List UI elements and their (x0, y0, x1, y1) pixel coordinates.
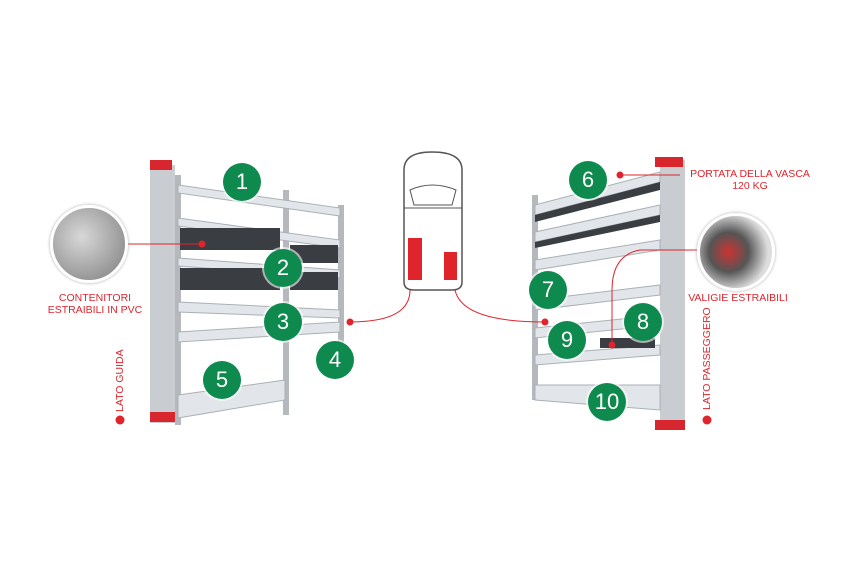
suitcases-photo (697, 213, 775, 291)
suitcases-label: VALIGIE ESTRAIBILI (688, 292, 788, 304)
badge-5: 5 (203, 361, 241, 399)
pvc-containers-label: CONTENITORI ESTRAIBILI IN PVC (40, 292, 150, 316)
badge-8: 8 (624, 303, 662, 341)
badge-7: 7 (529, 271, 567, 309)
passenger-side-dot (702, 415, 712, 425)
badge-10: 10 (588, 383, 626, 421)
van-top-view (403, 151, 463, 291)
badge-2: 2 (264, 249, 302, 287)
driver-side-label: LATO GUIDA (114, 349, 126, 412)
tank-label-line2: 120 KG (732, 180, 768, 192)
driver-side-dot (115, 415, 125, 425)
badge-4: 4 (316, 341, 354, 379)
callout-lines (125, 174, 700, 345)
left-shelving-unit (150, 160, 344, 425)
tank-capacity-label: PORTATA DELLA VASCA 120 KG (685, 168, 815, 192)
pvc-label-line2: ESTRAIBILI IN PVC (47, 304, 143, 316)
passenger-side-label: LATO PASSEGGERO (701, 307, 713, 410)
badge-9: 9 (548, 321, 586, 359)
badge-3: 3 (264, 303, 302, 341)
badge-6: 6 (569, 161, 607, 199)
tank-label-line1: PORTATA DELLA VASCA (690, 168, 810, 180)
badge-1: 1 (223, 163, 261, 201)
pvc-containers-photo (50, 205, 128, 283)
pvc-label-line1: CONTENITORI (58, 292, 132, 304)
